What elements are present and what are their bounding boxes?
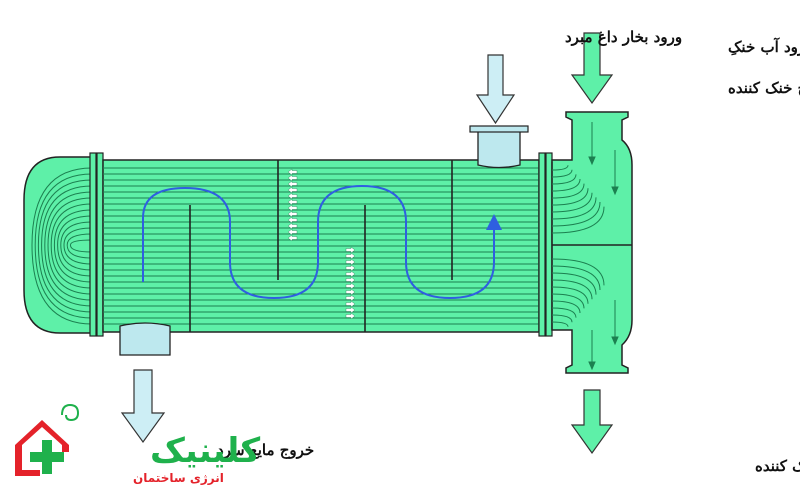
baffles: [189, 160, 453, 332]
logo-subtitle: انرژی ساختمان: [133, 471, 224, 485]
hot-water-outlet-label: خروج آب گرم شده به سمت برج خنک کننده: [755, 456, 800, 475]
hot-water-outlet-arrow: [570, 389, 614, 455]
plus-icon: [30, 440, 64, 474]
right-flange-outer: [545, 152, 553, 337]
liquid-outlet-arrow: [120, 369, 166, 444]
left-flange-inner: [96, 152, 104, 337]
channel-flow-lines: [551, 165, 605, 327]
liquid-outlet-label: خروج مایع سرد: [217, 441, 314, 459]
shell-flow-path: [142, 184, 502, 300]
steam-inlet-label: ورود بخار داغ مبرد: [565, 28, 682, 46]
channel-arrows: [588, 122, 619, 371]
house-icon: [15, 420, 69, 476]
logo: کلینیک انرژی ساختمان: [15, 403, 260, 485]
steam-inlet-nozzle: [477, 129, 521, 169]
channel-head: [551, 111, 633, 374]
tube-flow-arrows: [287, 168, 356, 320]
right-flange-inner: [538, 152, 546, 337]
left-flange-outer: [89, 152, 97, 337]
cool-water-inlet-label-line2: برج خنک کننده: [728, 79, 800, 97]
steam-inlet-arrow: [475, 54, 516, 125]
cool-water-inlet-label: ورود آب خنکِ: [728, 37, 800, 56]
liquid-outlet-nozzle: [119, 322, 171, 356]
swirl-icon: [61, 403, 80, 422]
tube-bundle: [103, 167, 539, 325]
logo-name: کلینیک: [150, 431, 260, 471]
cool-water-inlet-arrow: [570, 32, 614, 105]
u-bend-tubes: [31, 167, 93, 325]
